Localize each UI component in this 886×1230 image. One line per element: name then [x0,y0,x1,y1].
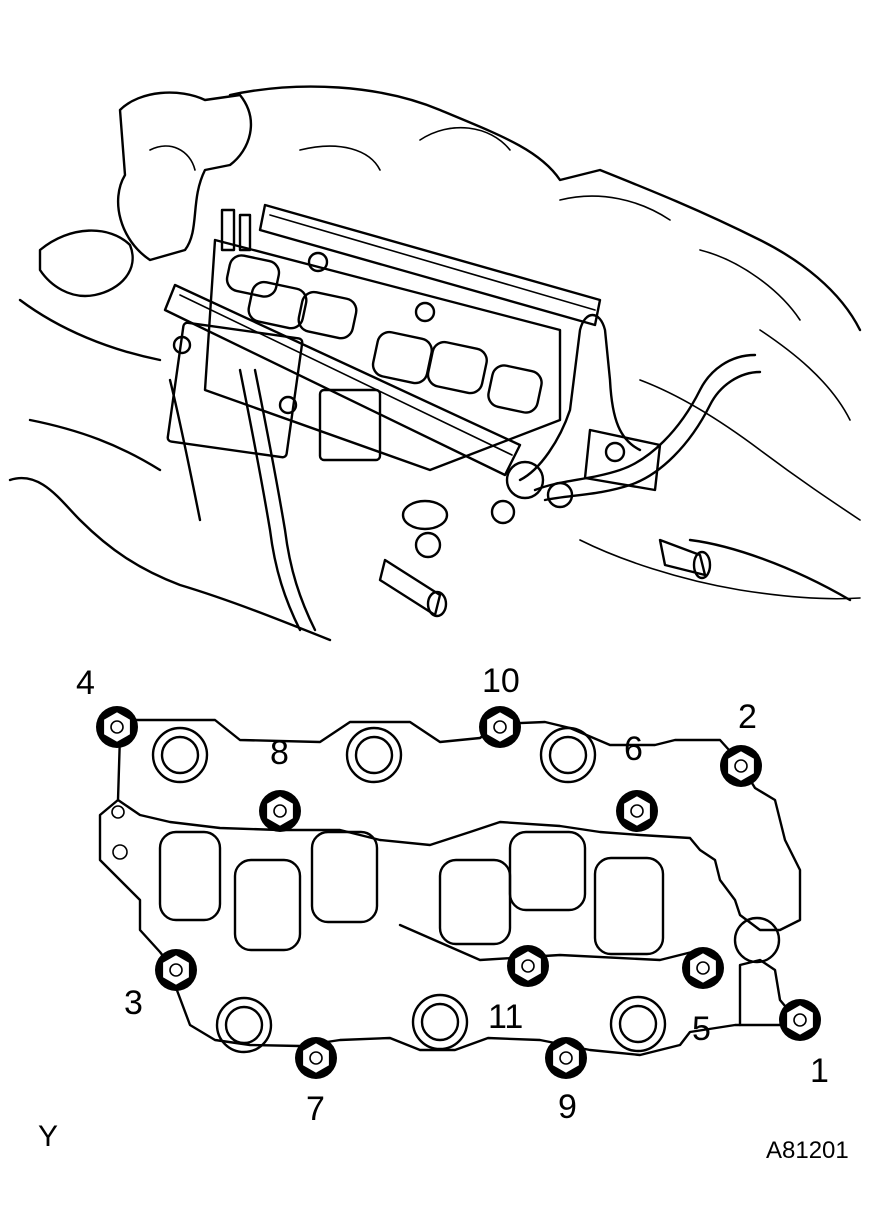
gasket-bolt-diagram [96,706,821,1079]
bolt-10-icon [479,706,521,748]
bolt-label-8: 8 [270,734,289,772]
bolt-label-3: 3 [124,984,143,1022]
bolt-label-1: 1 [810,1052,829,1090]
bolt-label-4: 4 [76,664,95,702]
bolt-label-9: 9 [558,1088,577,1126]
bolt-2-icon [720,745,762,787]
bolt-4-icon [96,706,138,748]
bolt-8-icon [259,790,301,832]
bolt-9-icon [545,1037,587,1079]
bolt-5-icon [682,947,724,989]
bolt-label-10: 10 [482,662,520,700]
bolt-3-icon [155,949,197,991]
bolt-11-icon [507,945,549,987]
bolt-label-5: 5 [692,1010,711,1048]
view-label: Y [38,1120,59,1153]
bolt-6-icon [616,790,658,832]
bolt-label-2: 2 [738,698,757,736]
bolt-7-icon [295,1037,337,1079]
bolt-label-6: 6 [624,730,643,768]
engine-illustration [8,85,862,642]
bolt-label-7: 7 [306,1090,325,1128]
bolt-label-11: 11 [488,998,524,1036]
bolt-1-icon [779,999,821,1041]
figure-code: A81201 [766,1137,849,1164]
